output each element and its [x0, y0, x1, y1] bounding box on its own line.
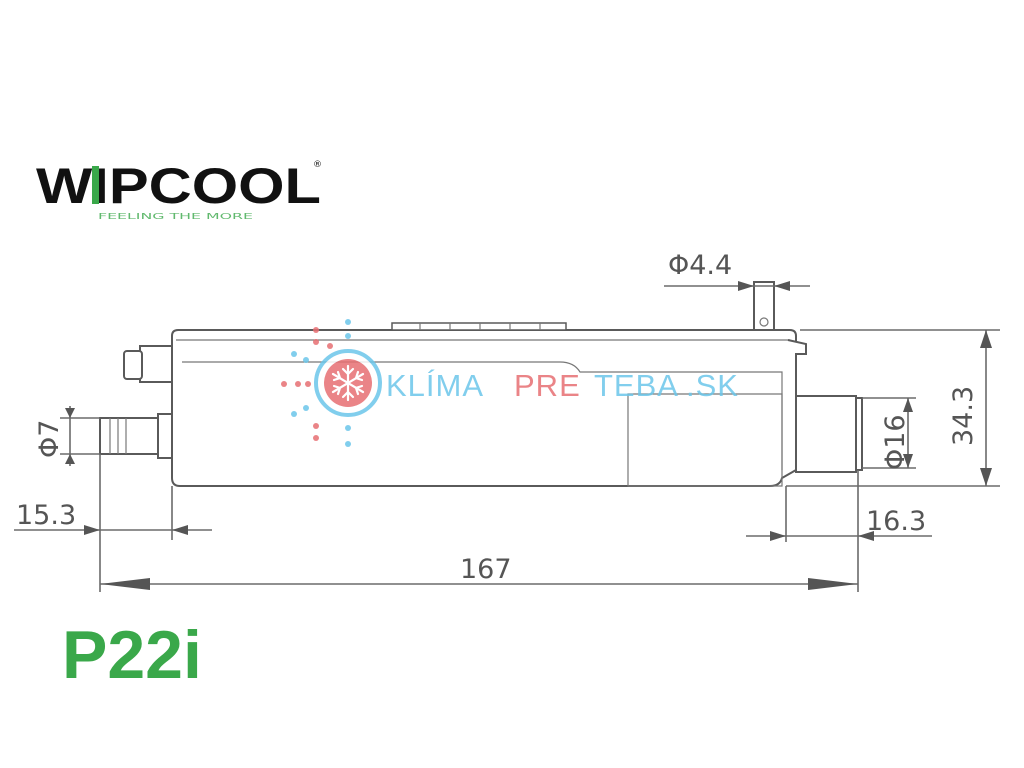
- outlet-pipe: [753, 281, 775, 331]
- snowflake-icon: [331, 364, 365, 402]
- logo-tagline: FEELING THE MORE: [98, 212, 253, 221]
- logo-accent-bar: [92, 166, 99, 204]
- logo-text: WIPCOOL: [36, 158, 321, 214]
- model-name: P22i: [62, 617, 202, 693]
- watermark-dots: [281, 319, 351, 447]
- right-connector: [795, 395, 857, 473]
- dim-outlet-diameter: Φ4.4: [668, 250, 732, 281]
- dim-total-length: 167: [460, 554, 512, 585]
- dim-connector-diameter: Φ16: [880, 414, 911, 470]
- watermark: KLÍMA PRE TEBA .SK: [281, 319, 739, 447]
- watermark-text-klima: KLÍMA: [386, 368, 484, 403]
- dim-left-offset: 15.3: [16, 500, 76, 531]
- watermark-text-teba: TEBA: [594, 368, 679, 403]
- dim-height: 34.3: [948, 386, 979, 446]
- dim-inlet-diameter: Φ7: [34, 420, 65, 458]
- wipcool-logo: WIPCOOL ® FEELING THE MORE: [36, 158, 322, 221]
- watermark-text-sk: .SK: [686, 368, 739, 403]
- logo-registered-mark: ®: [313, 160, 322, 170]
- top-ribs: [391, 322, 567, 331]
- inlet-pipe: [99, 417, 159, 455]
- watermark-text-pre: PRE: [514, 368, 581, 403]
- dimensions: Φ4.4 Φ7 Φ16 34.3 15.3 16.: [14, 250, 1000, 592]
- dim-right-offset: 16.3: [866, 506, 926, 537]
